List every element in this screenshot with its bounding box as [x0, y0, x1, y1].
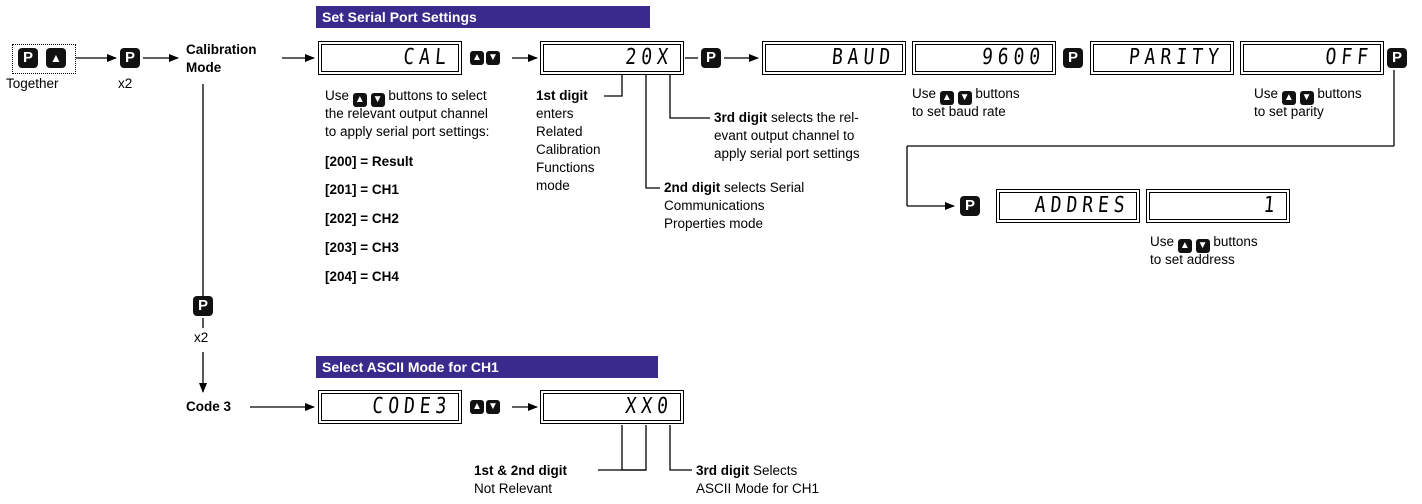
- code3-label: Code 3: [186, 399, 232, 414]
- arrow-down-icon[interactable]: ▼: [486, 51, 500, 65]
- leader-first-second-digit: [621, 425, 647, 471]
- arrow-up-icon-address: ▲: [1177, 239, 1192, 253]
- together-label: Together: [6, 76, 59, 91]
- leader-third-ascii-digit: [669, 425, 692, 471]
- display-code3: CODE3: [318, 390, 462, 424]
- option-201: [201] = CH1: [325, 182, 399, 197]
- leader-second-digit: [645, 74, 660, 189]
- address-note-line2: to set address: [1150, 252, 1235, 267]
- parity-note-line2: to set parity: [1254, 104, 1324, 119]
- mode-label: Mode: [186, 60, 222, 75]
- calibration-label: Calibration: [186, 42, 257, 57]
- together-key-group: [12, 44, 76, 74]
- first-digit-title: 1st digit: [536, 88, 588, 103]
- first-digit-line3: Calibration: [536, 142, 601, 157]
- arrow-down-icon-parity: ▼: [1299, 91, 1314, 105]
- arrow-down-icon-code3[interactable]: ▼: [486, 400, 500, 414]
- address-note-line1: Use ▲ ▼ buttons: [1150, 234, 1258, 253]
- arrow-up-icon-code3[interactable]: ▲: [470, 400, 484, 414]
- p-key-x2[interactable]: P: [120, 48, 140, 68]
- x2-label-side: x2: [194, 330, 209, 345]
- second-digit-line0: 2nd digit selects Serial: [664, 180, 805, 195]
- third-ascii-line1: 3rd digit Selects: [696, 463, 798, 478]
- display-baud: BAUD: [762, 41, 906, 75]
- first-digit-line2: Related: [536, 124, 583, 139]
- display-address-value: 1: [1146, 189, 1290, 223]
- note-use-select: Use ▲ ▼ buttons to select: [325, 88, 487, 107]
- p-key-after-20x[interactable]: P: [701, 48, 721, 68]
- display-parity-value: OFF: [1240, 41, 1384, 75]
- leader-first-digit: [604, 74, 623, 97]
- option-204: [204] = CH4: [325, 269, 399, 284]
- up-key[interactable]: ▲: [46, 48, 66, 68]
- arrow-up-icon-note: ▲: [352, 93, 367, 107]
- arrow-up-icon-parity: ▲: [1281, 91, 1296, 105]
- option-200: [200] = Result: [325, 154, 414, 169]
- arrow-down-icon-baud: ▼: [957, 91, 972, 105]
- display-20x: 20X: [540, 41, 684, 75]
- arrow-up-icon-baud: ▲: [939, 91, 954, 105]
- third-digit-line1: evant output channel to: [714, 128, 855, 143]
- arrow-down-icon-address: ▼: [1195, 239, 1210, 253]
- display-parity: PARITY: [1090, 41, 1234, 75]
- first-digit-line5: mode: [536, 178, 570, 193]
- x2-label-top: x2: [118, 76, 133, 91]
- display-xx0: XX0: [540, 390, 684, 424]
- option-202: [202] = CH2: [325, 211, 399, 226]
- note-select-line2: the relevant output channel: [325, 106, 488, 121]
- second-digit-line2: Properties mode: [664, 216, 764, 231]
- third-ascii-line2: ASCII Mode for CH1: [696, 481, 820, 496]
- first-digit-line4: Functions: [536, 160, 595, 175]
- arrow-up-icon[interactable]: ▲: [470, 51, 484, 65]
- second-digit-line1: Communications: [664, 198, 765, 213]
- baud-note-line2: to set baud rate: [912, 104, 1006, 119]
- arrow-down-icon-note: ▼: [370, 93, 385, 107]
- leader-third-digit: [669, 74, 710, 119]
- p-key-after-baud[interactable]: P: [1063, 48, 1083, 68]
- baud-note-line1: Use ▲ ▼ buttons: [912, 86, 1020, 105]
- p-key-after-parity[interactable]: P: [1387, 48, 1407, 68]
- first-second-digit-title: 1st & 2nd digit: [474, 463, 568, 478]
- note-select-line3: to apply serial port settings:: [325, 124, 490, 139]
- p-key-address[interactable]: P: [960, 196, 980, 216]
- parity-note-line1: Use ▲ ▼ buttons: [1254, 86, 1362, 105]
- not-relevant-label: Not Relevant: [474, 481, 553, 496]
- option-203: [203] = CH3: [325, 240, 399, 255]
- banner-ascii-mode: Select ASCII Mode for CH1: [316, 356, 658, 378]
- display-cal: CAL: [318, 41, 462, 75]
- first-digit-line1: enters: [536, 106, 574, 121]
- display-address: ADDRES: [996, 189, 1140, 223]
- display-baud-value: 9600: [912, 41, 1056, 75]
- third-digit-line2: apply serial port settings: [714, 146, 860, 161]
- third-digit-line0: 3rd digit selects the rel-: [714, 110, 859, 125]
- p-key[interactable]: P: [18, 48, 38, 68]
- p-key-side[interactable]: P: [193, 296, 213, 316]
- banner-serial-settings: Set Serial Port Settings: [316, 6, 650, 28]
